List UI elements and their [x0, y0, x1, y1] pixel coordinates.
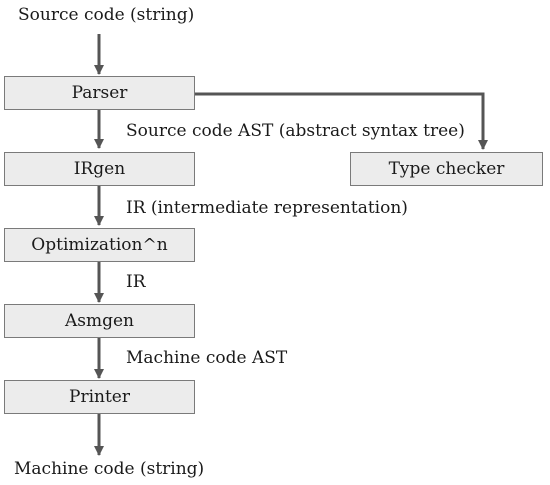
input-label: Source code (string)	[18, 5, 195, 25]
parser-node: Parser	[4, 76, 195, 110]
edge-label-machine-code-ast: Machine code AST	[126, 348, 288, 368]
edge-label-ir: IR	[126, 272, 146, 292]
edge-label-ir-intermediate: IR (intermediate representation)	[126, 198, 408, 218]
asmgen-node: Asmgen	[4, 304, 195, 338]
irgen-node: IRgen	[4, 152, 195, 186]
arrow-parser-to-type-checker	[195, 92, 488, 150]
printer-node: Printer	[4, 380, 195, 414]
type-checker-node: Type checker	[350, 152, 543, 186]
output-label: Machine code (string)	[14, 459, 205, 479]
optimization-node: Optimization^n	[4, 228, 195, 262]
edge-label-source-code-ast: Source code AST (abstract syntax tree)	[126, 121, 465, 141]
